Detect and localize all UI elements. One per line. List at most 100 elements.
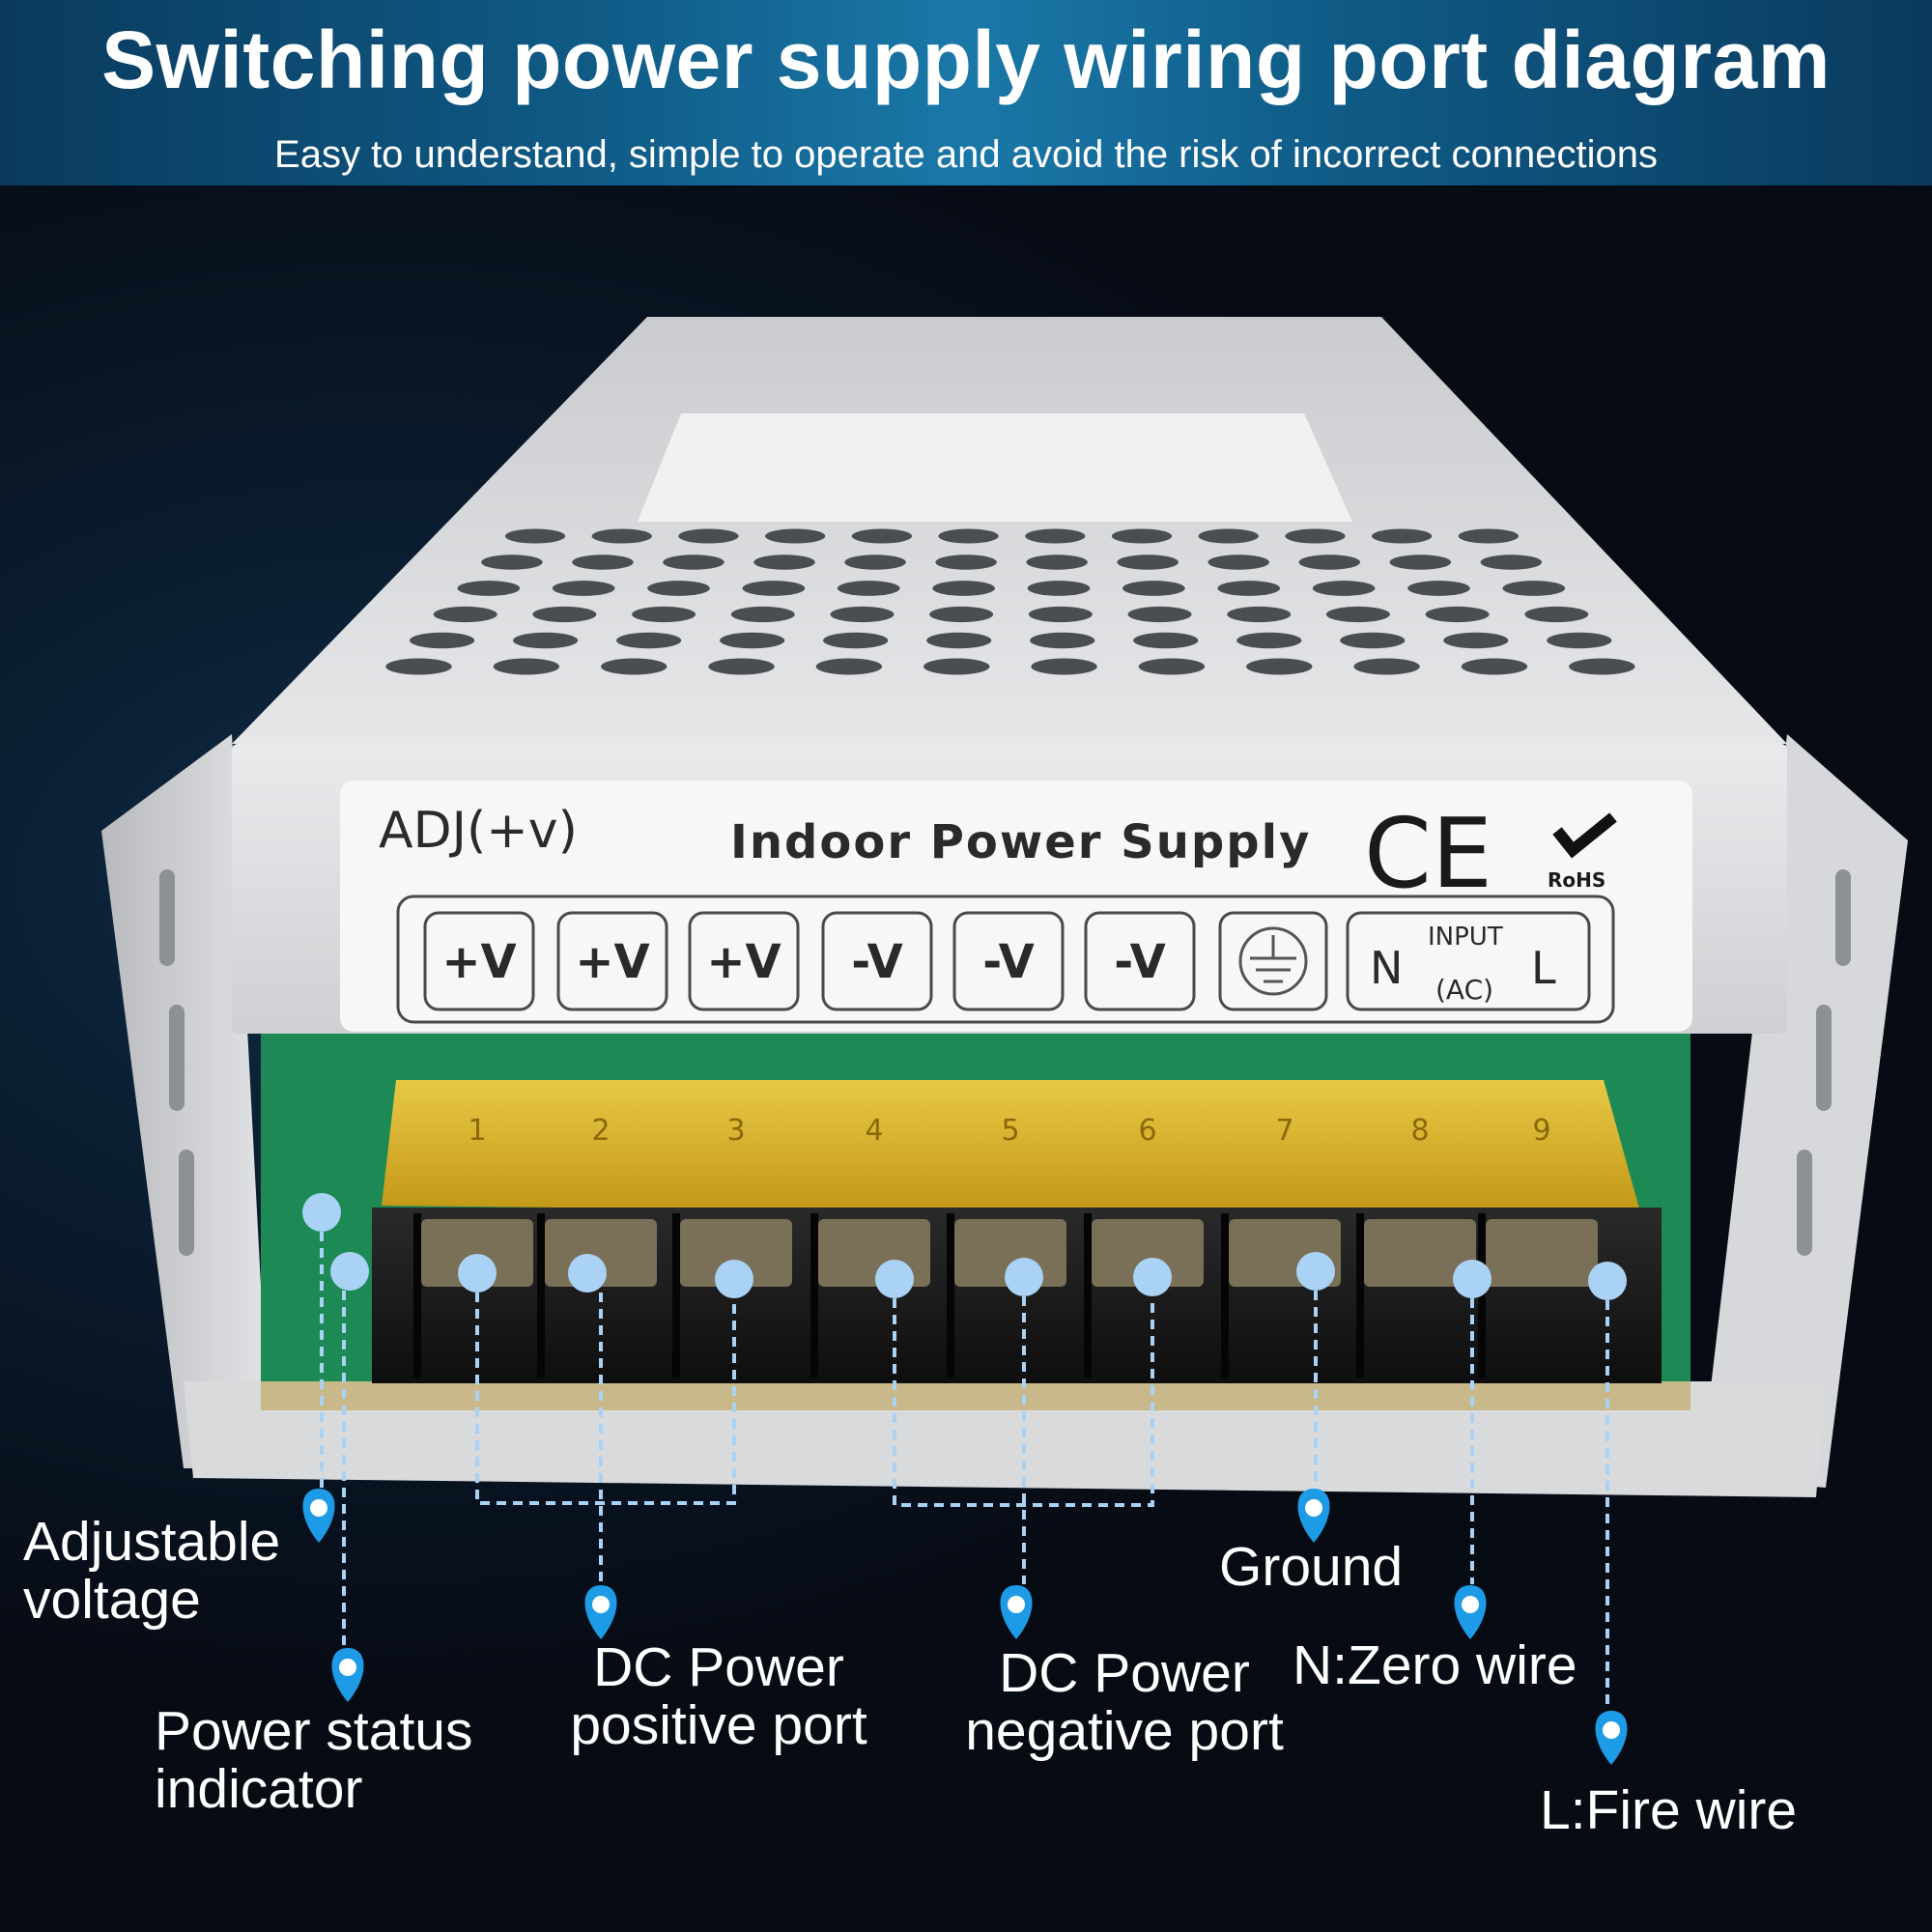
leader-line	[893, 1296, 1154, 1507]
vent-slot	[929, 606, 994, 623]
port-dot	[1005, 1258, 1043, 1296]
port-dot	[875, 1260, 914, 1298]
vent-slot	[708, 658, 775, 675]
vent-slot	[616, 632, 682, 649]
vent-slot	[1443, 632, 1509, 649]
terminal-number: 6	[1138, 1114, 1156, 1148]
vent-slot	[851, 528, 913, 544]
vent-slot	[481, 554, 543, 570]
vent-slot	[1298, 554, 1361, 570]
location-pin-icon	[1297, 1489, 1330, 1543]
terminal-screw	[1092, 1219, 1204, 1287]
port-dots	[302, 1193, 1627, 1300]
vent-slot	[765, 528, 826, 544]
vent-slot	[663, 554, 724, 570]
vent-slot	[1133, 632, 1199, 649]
top-sticker	[638, 413, 1352, 522]
vent-slot	[844, 554, 906, 570]
label-dcpos-line1: DC Power	[593, 1636, 844, 1698]
terminal-divider	[537, 1213, 545, 1378]
terminal-divider	[672, 1213, 680, 1378]
port-box	[688, 911, 800, 1011]
vent-slot	[1480, 554, 1543, 570]
vent-slot	[591, 528, 652, 544]
terminal-divider	[1084, 1213, 1092, 1378]
vent-slot	[433, 606, 497, 623]
label-n-zero-wire: N:Zero wire	[1293, 1636, 1577, 1694]
vent-slot	[1027, 581, 1091, 596]
vent-slot	[1547, 632, 1612, 649]
label-nzero-text: N:Zero wire	[1293, 1634, 1577, 1696]
vent-slot	[1026, 554, 1088, 570]
vent-slot	[935, 554, 997, 570]
terminal-number: 9	[1532, 1114, 1550, 1148]
vent-slot	[532, 606, 597, 623]
adj-label: ADJ(+v)	[379, 802, 578, 860]
terminal-divider	[1221, 1213, 1229, 1378]
input-ac-box	[1346, 911, 1591, 1011]
port-dot	[1296, 1252, 1335, 1291]
port-dot	[568, 1254, 607, 1293]
terminal-number: 8	[1410, 1114, 1429, 1148]
vent-slot	[493, 658, 560, 675]
vent-slot	[1208, 554, 1269, 570]
terminal-number: 4	[865, 1114, 883, 1148]
casing-right-wall	[1700, 734, 1908, 1488]
port-box	[952, 911, 1065, 1011]
label-dc-positive: DC Power positive port	[554, 1638, 883, 1754]
port-label: -V	[982, 935, 1035, 989]
label-ground-text: Ground	[1219, 1536, 1404, 1598]
port-labels: +V+V+V-V-V-V	[423, 911, 1196, 1011]
input-n-label: N	[1370, 942, 1403, 994]
vent-slot	[1025, 528, 1086, 544]
terminal-divider	[413, 1213, 421, 1378]
location-pins	[302, 1489, 1628, 1765]
location-pin-icon	[1000, 1585, 1033, 1639]
terminal-screw	[1364, 1219, 1476, 1287]
casing-left-wall	[101, 734, 270, 1468]
port-box	[423, 911, 535, 1011]
header-banner: Switching power supply wiring port diagr…	[0, 0, 1932, 185]
label-dcpos-line2: positive port	[570, 1694, 867, 1756]
label-status-line1: Power status	[155, 1700, 473, 1762]
vent-slot	[1407, 581, 1470, 596]
label-lfire-text: L:Fire wire	[1540, 1779, 1798, 1841]
vent-slot	[1524, 606, 1589, 623]
vent-slot	[1353, 658, 1420, 675]
vent-slot	[1246, 658, 1313, 675]
input-l-label: L	[1531, 942, 1556, 994]
vent-slot	[1371, 528, 1433, 544]
terminal-number: 7	[1275, 1114, 1293, 1148]
port-box	[1084, 911, 1196, 1011]
port-label: -V	[851, 935, 903, 989]
vent-slot	[552, 581, 615, 596]
rohs-mark: RoHS	[1548, 868, 1605, 892]
vent-slot	[1502, 581, 1566, 596]
input-top-label: INPUT	[1428, 923, 1503, 952]
vent-slot	[1340, 632, 1406, 649]
port-box	[556, 911, 668, 1011]
top-vents	[385, 528, 1635, 675]
vent-slot	[513, 632, 579, 649]
vent-slot	[938, 528, 999, 544]
vent-slot	[923, 658, 990, 675]
terminal-screw	[680, 1219, 792, 1287]
location-pin-icon	[584, 1585, 617, 1639]
vent-slot	[1031, 658, 1097, 675]
terminal-divider	[947, 1213, 954, 1378]
port-label: +V	[575, 935, 649, 989]
label-adjustable-voltage: Adjustable voltage	[23, 1513, 280, 1629]
ground-symbol-icon	[1238, 926, 1308, 996]
vent-slot	[1389, 554, 1452, 570]
vent-slot	[1569, 658, 1635, 675]
terminal-divider	[810, 1213, 818, 1378]
port-label: +V	[706, 935, 781, 989]
terminal-number: 3	[726, 1114, 745, 1148]
vent-slot	[385, 658, 452, 675]
port-label: +V	[441, 935, 516, 989]
port-dot	[458, 1254, 497, 1293]
vent-slot	[632, 606, 696, 623]
vent-slot	[1312, 581, 1376, 596]
